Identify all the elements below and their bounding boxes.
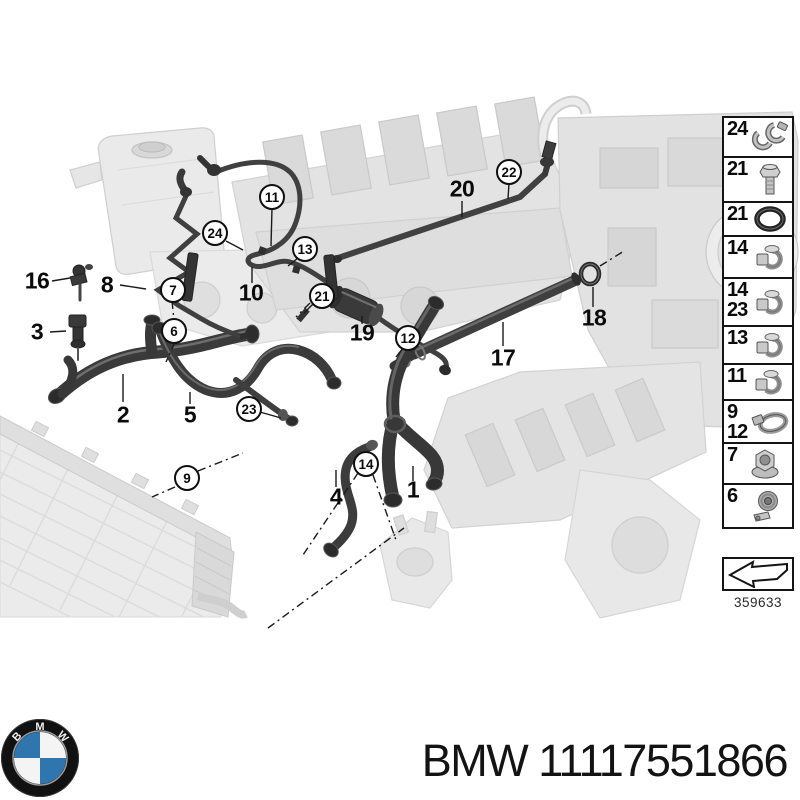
legend-item-7: 7 xyxy=(724,444,792,485)
clip-icon xyxy=(747,327,792,363)
clip-icon xyxy=(747,279,792,325)
legend-item-24: 24 xyxy=(724,118,792,158)
legend-item-11: 11 xyxy=(724,365,792,401)
callout-6: 6 xyxy=(161,318,187,344)
callout-13: 13 xyxy=(292,236,318,262)
clip-icon xyxy=(747,237,792,277)
legend-item-6: 6 xyxy=(724,485,792,527)
nut-icon xyxy=(737,444,792,483)
back-arrow-icon xyxy=(724,559,792,589)
callout-7: 7 xyxy=(160,277,186,303)
vent-pipe-10 xyxy=(197,155,451,376)
clip-icon xyxy=(746,365,792,399)
legend-item-labels: 21 xyxy=(727,158,748,180)
cylinder-head-right xyxy=(423,361,707,529)
legend-item-14: 14 xyxy=(724,237,792,279)
diagram-code: 359633 xyxy=(733,595,783,610)
logo-quadrant-white xyxy=(14,758,40,784)
o-ring-18 xyxy=(578,261,602,287)
callout-9: 9 xyxy=(174,465,200,491)
bolt-icon xyxy=(747,158,792,201)
legend-item-21: 21 xyxy=(724,158,792,203)
logo-quadrant-blue xyxy=(14,732,40,758)
legend-item-labels: 7 xyxy=(727,444,738,466)
legend-item-labels: 11 xyxy=(727,365,747,387)
logo-letter: M xyxy=(35,721,44,733)
callout-5: 5 xyxy=(183,401,197,428)
callout-22: 22 xyxy=(496,159,522,185)
callout-23: 23 xyxy=(236,396,262,422)
callout-20: 20 xyxy=(449,175,475,202)
leader-lines xyxy=(49,182,625,629)
temp-sensor-3 xyxy=(57,314,87,399)
legend-item-labels: 6 xyxy=(727,485,738,507)
callout-12: 12 xyxy=(395,325,421,351)
callout-17: 17 xyxy=(490,344,516,371)
legend-arrow-box xyxy=(722,557,794,591)
vent-pipe-20 xyxy=(332,140,557,263)
callout-21: 21 xyxy=(309,283,335,309)
legend-item-labels: 21 xyxy=(727,203,748,225)
callout-16: 16 xyxy=(24,267,50,294)
callout-3: 3 xyxy=(30,318,44,345)
callout-1: 1 xyxy=(406,476,420,503)
hose-4 xyxy=(323,439,378,558)
callout-19: 19 xyxy=(349,319,375,346)
legend-item-labels: 13 xyxy=(727,327,748,349)
hose-1 xyxy=(381,295,445,508)
hose-clamp-icon xyxy=(747,401,792,442)
vent-hose-8 xyxy=(153,168,243,339)
water-pump xyxy=(564,469,701,619)
legend-item-13: 13 xyxy=(724,327,792,365)
legend-item-labels: 24 xyxy=(727,118,748,140)
callout-14: 14 xyxy=(353,451,379,477)
callout-2: 2 xyxy=(116,401,130,428)
spring-clamp-icon xyxy=(747,118,792,156)
radiator xyxy=(0,415,248,619)
thermostat xyxy=(379,510,453,609)
callout-10: 10 xyxy=(238,279,264,306)
bmw-logo: B M W xyxy=(1,719,79,797)
logo-quadrant-blue xyxy=(40,758,66,784)
holder-icon xyxy=(737,485,792,527)
logo-quadrant-white xyxy=(40,732,66,758)
callout-24: 24 xyxy=(202,220,228,246)
callout-18: 18 xyxy=(581,304,607,331)
callout-11: 11 xyxy=(259,184,285,210)
o-ring-icon xyxy=(747,203,792,235)
part-number-text: BMW 11117551866 xyxy=(421,735,789,786)
callout-8: 8 xyxy=(100,271,114,298)
callout-4: 4 xyxy=(329,483,343,510)
legend-item-21: 21 xyxy=(724,203,792,237)
legend-item-labels: 14 xyxy=(727,237,748,259)
vent-valve-16 xyxy=(69,264,93,302)
